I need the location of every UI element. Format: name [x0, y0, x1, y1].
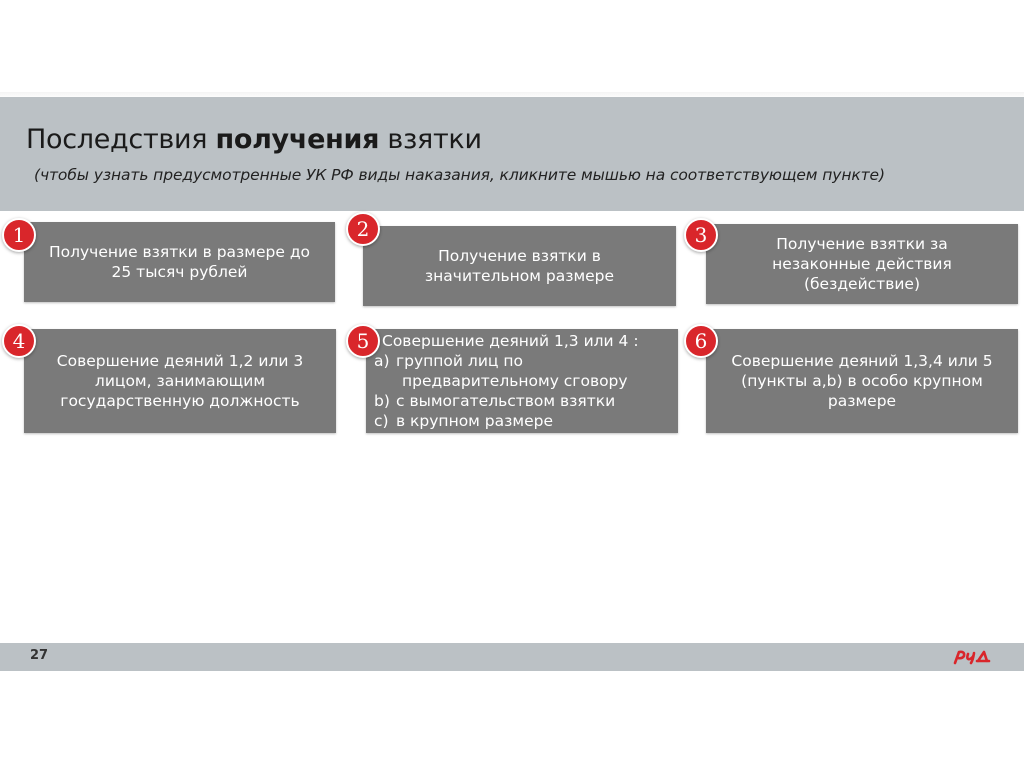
card-6[interactable]: Совершение деяний 1,3,4 или 5 (пункты a,…: [706, 329, 1018, 433]
card-5-item-c: c)в крупном размере: [374, 412, 553, 430]
title-band: [0, 97, 1024, 211]
card-2[interactable]: Получение взятки в значительном размере: [363, 226, 676, 306]
card-5-item-a-cont: предварительному сговору: [402, 372, 628, 390]
card-1[interactable]: Получение взятки в размере до 25 тысяч р…: [24, 222, 335, 302]
title-emphasis: получения: [215, 124, 380, 155]
card-4[interactable]: Совершение деяний 1,2 или 3 лицом, заним…: [24, 329, 336, 433]
badge-5: 5: [346, 324, 380, 358]
badge-1: 1: [2, 218, 36, 252]
card-5-heading: Совершение деяний 1,3 или 4 :: [382, 332, 639, 350]
card-3[interactable]: Получение взятки за незаконные действия …: [706, 224, 1018, 304]
badge-4: 4: [2, 324, 36, 358]
card-5-item-a: a)группой лиц по: [374, 352, 523, 370]
page-number: 27: [30, 648, 49, 663]
badge-2: 2: [346, 212, 380, 246]
badge-6: 6: [684, 324, 718, 358]
card-5-item-b: b)с вымогательством взятки: [374, 392, 616, 410]
footer-band: [0, 643, 1024, 671]
card-5[interactable]: Совершение деяний 1,3 или 4 : a)группой …: [366, 329, 678, 433]
rzd-logo-icon: [953, 650, 991, 665]
badge-3: 3: [684, 218, 718, 252]
top-shadow: [0, 92, 1024, 98]
slide-subtitle: (чтобы узнать предусмотренные УК РФ виды…: [34, 166, 885, 184]
slide-title: Последствия получения взятки: [26, 124, 482, 155]
